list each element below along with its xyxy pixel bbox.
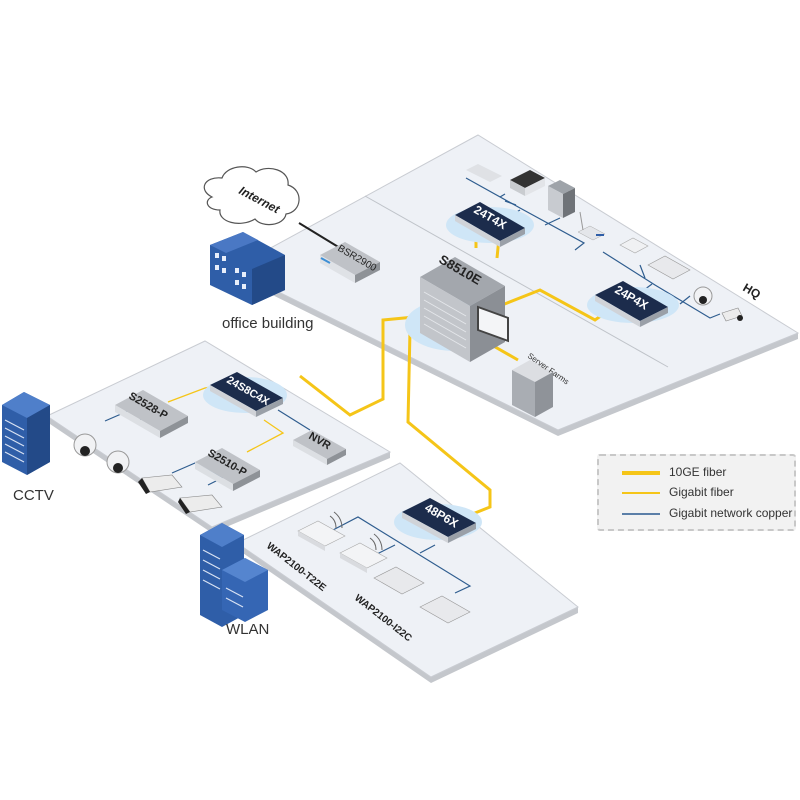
dome-camera-icon: [73, 433, 97, 457]
ceiling-ap-icon: [619, 237, 649, 254]
switch-24t4x[interactable]: 24T4X: [446, 202, 534, 247]
switch-s2510p[interactable]: S2510-P: [195, 447, 260, 491]
office-building-icon: [210, 232, 285, 305]
cctv-building-icon: [2, 392, 50, 475]
bullet-camera-icon: [721, 307, 743, 322]
hq-platform: [230, 134, 800, 436]
switch-s2528p[interactable]: S2528-P: [115, 390, 188, 438]
legend: 10GE fiber Gigabit fiber Gigabit network…: [597, 454, 796, 531]
legend-swatch-10ge: [622, 471, 660, 475]
office-building-label: office building: [222, 315, 314, 332]
printer-icon: [510, 170, 545, 196]
legend-label-10ge: 10GE fiber: [669, 465, 727, 479]
outdoor-ap-icon: [647, 255, 691, 280]
hq-label: HQ: [741, 280, 764, 301]
switch-24p4x[interactable]: 24P4X: [587, 281, 679, 327]
indoor-ap-icon: [297, 511, 346, 551]
outdoor-ap-icon: [419, 595, 471, 624]
bullet-camera-icon: [178, 494, 223, 514]
legend-label-gigabit-fiber: Gigabit fiber: [669, 485, 734, 499]
monitor-icon: [466, 164, 509, 343]
switch-48p6x[interactable]: 48P6X: [394, 498, 482, 543]
wlan-label: WLAN: [226, 621, 270, 638]
legend-swatch-gigabit-fiber: [622, 492, 660, 494]
switch-24s8c4x[interactable]: 24S8C4X: [203, 372, 287, 417]
indoor-ap-icon: [339, 533, 388, 573]
wlan-building-icon: [200, 523, 268, 627]
bullet-camera-icon: [138, 474, 183, 494]
server-tower-icon: [548, 180, 575, 218]
hq-endpoints: HQ: [466, 164, 764, 343]
internet-cloud-icon: Internet: [203, 166, 300, 226]
legend-swatch-copper: [622, 513, 660, 515]
legend-label-copper: Gigabit network copper: [669, 506, 793, 520]
cctv-label: CCTV: [13, 487, 54, 504]
outdoor-ap-icon: [373, 566, 425, 595]
wireless-router-icon: [577, 211, 606, 241]
cctv-cameras: [73, 433, 223, 514]
dome-camera-icon: [106, 450, 130, 474]
wlan-platform: [236, 462, 579, 683]
dome-camera-icon: [693, 286, 713, 306]
